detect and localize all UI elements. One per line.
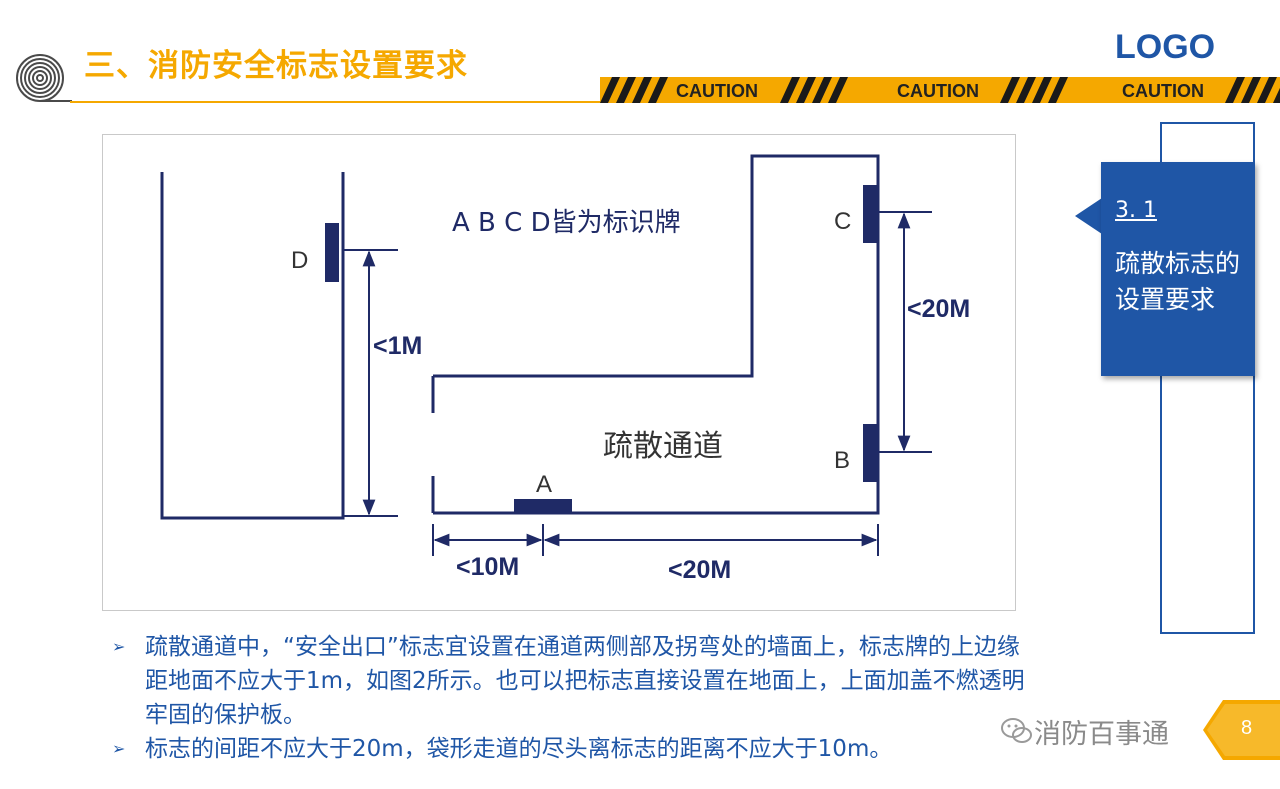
wechat-icon [1001,718,1032,743]
caution-stripe [1032,77,1052,103]
caution-stripe [1000,77,1020,103]
dim-height-label: <1M [373,332,422,360]
sign-a-label: A [536,471,552,498]
sign-a [514,499,572,513]
dim-side-label: <20M [907,295,970,323]
caution-label-2: CAUTION [897,81,979,101]
section-card: 3. 1 疏散标志的设置要求 [1101,162,1255,376]
bullet-text-2: 标志的间距不应大于20m，袋形走道的尽头离标志的距离不应大于10m。 [145,736,893,762]
caution-stripe [600,77,620,103]
floor-plan-walls [160,154,880,520]
sign-b-label: B [834,447,850,474]
caution-stripe [796,77,816,103]
sidebar-frame [1160,122,1255,634]
caution-stripe [1257,77,1277,103]
dim-end-label: <10M [456,553,519,581]
page-title: 三、消防安全标志设置要求 [84,48,468,84]
watermark: 消防百事通 [1034,719,1169,750]
caution-stripe [1241,77,1261,103]
caution-stripe [1225,77,1245,103]
caution-stripe [780,77,800,103]
caution-stripe [1048,77,1068,103]
sign-c [863,185,877,243]
spiral-logo-icon [16,54,72,102]
page-number: 8 [1241,717,1253,739]
page-badge [1203,700,1280,760]
caution-stripe [1273,87,1280,103]
bullet-text-1: 疏散通道中，“安全出口”标志宜设置在通道两侧部及拐弯处的墙面上，标志牌的上边缘距… [145,634,1025,728]
bullet-arrow-icon: ➢ [112,739,126,758]
caution-stripe [648,77,668,103]
bullet-arrow-icon: ➢ [112,637,126,656]
sidebar-pointer-icon [1075,198,1102,234]
caution-stripe [1016,77,1036,103]
caution-stripe [812,77,832,103]
section-title: 疏散标志的设置要求 [1115,249,1241,314]
sign-d [325,223,339,282]
section-number: 3. 1 [1115,198,1157,223]
caution-label-1: CAUTION [676,81,758,101]
logo: LOGO [1115,28,1216,66]
caution-label-3: CAUTION [1122,81,1204,101]
caution-stripe [632,77,652,103]
dim-bottom-label: <20M [668,556,731,584]
diagram-frame [102,134,1016,611]
sign-b [863,424,877,482]
caution-stripe [616,77,636,103]
sign-c-label: C [834,208,851,235]
caution-tape [70,77,1280,103]
sign-d-label: D [291,247,308,274]
caution-stripe [828,77,848,103]
corridor-label: 疏散通道 [603,429,723,464]
diagram-note: A B C D皆为标识牌 [452,208,681,238]
